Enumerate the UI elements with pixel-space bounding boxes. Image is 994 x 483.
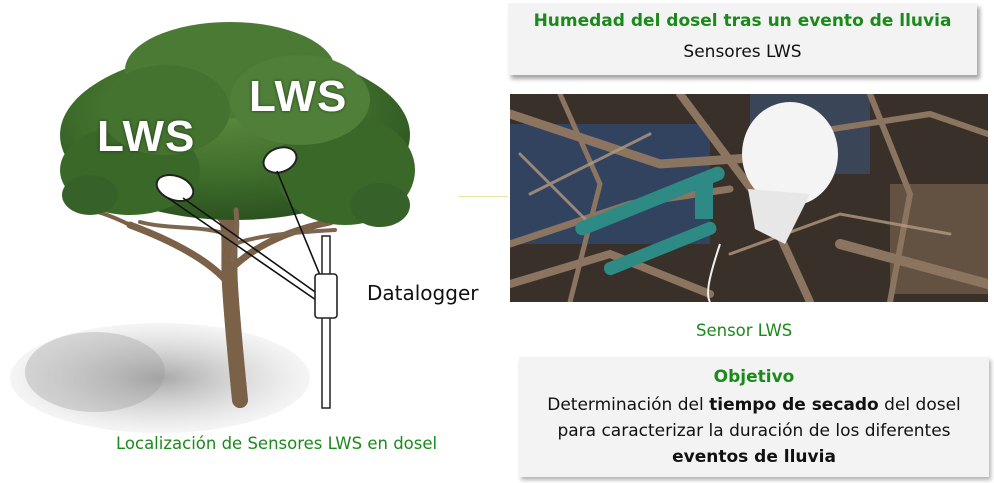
lws-label-right: LWS [249,72,348,121]
tree-illustration [10,22,415,433]
tree-canopy [60,22,415,227]
lws-sensor-right [262,146,298,174]
tree-caption: Localización de Sensores LWS en dosel [116,434,438,453]
sensor-photo [510,94,988,302]
photo-caption: Sensor LWS [696,321,793,340]
sensor-photo-image [510,94,988,302]
datalogger-box [314,273,338,319]
title-card-subtitle: Sensores LWS [683,42,802,62]
datalogger-pole [321,235,331,409]
objective-card: Objetivo Determinación del tiempo de sec… [519,357,989,477]
datalogger-label: Datalogger [367,281,479,305]
tree-shadow [10,323,310,433]
objective-line-3: eventos de lluvia [672,447,836,467]
title-card: Humedad del dosel tras un evento de lluv… [508,3,977,75]
title-card-title: Humedad del dosel tras un evento de lluv… [533,11,952,31]
objective-drying-time: tiempo de secado [709,395,879,415]
objective-line-2: para caracterizar la duración de los dif… [557,421,951,441]
connector-line [458,196,508,197]
lws-label-left: LWS [97,112,196,161]
tree-lower-branches [138,207,337,263]
objective-line-1: Determinación del tiempo de secado del d… [519,395,989,415]
objective-line-1-end: del dosel [878,395,961,415]
sensor-cables [167,170,323,301]
objective-heading: Objetivo [713,367,795,387]
objective-line-1-start: Determinación del [547,395,710,415]
